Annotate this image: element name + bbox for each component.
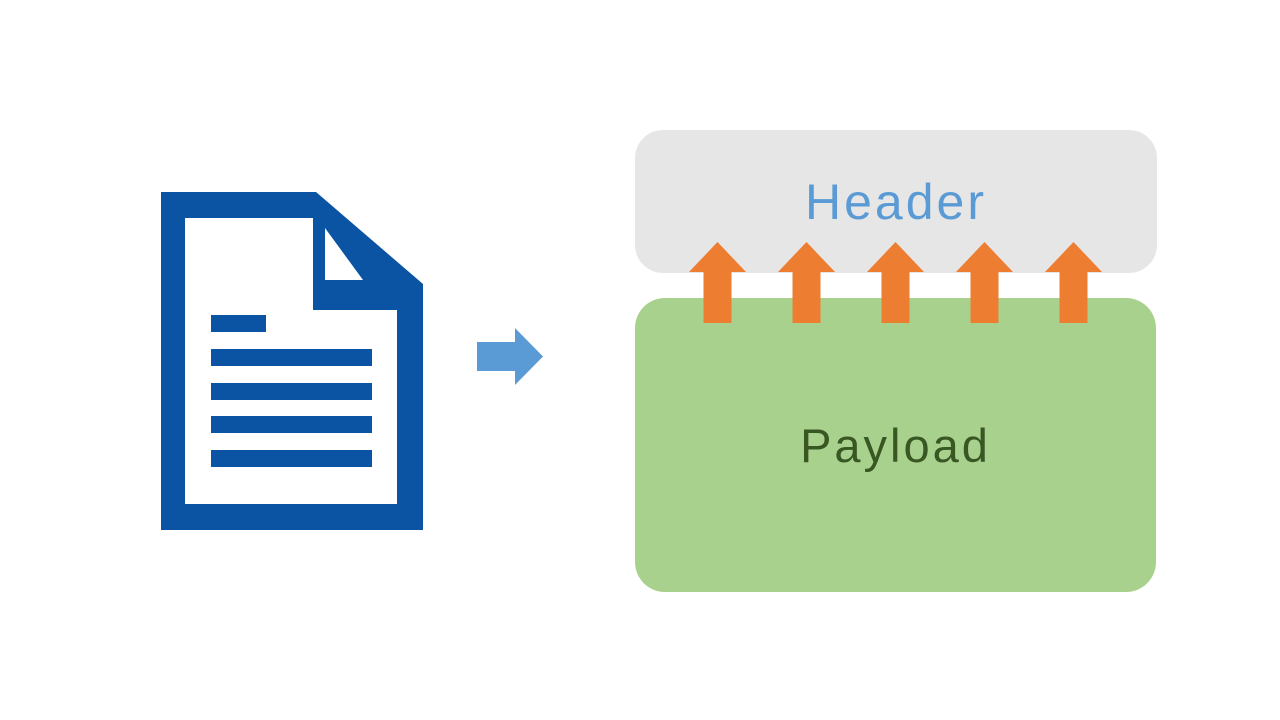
folded-corner [325,228,363,280]
up-arrow-icon [956,242,1013,323]
up-arrow-icon [689,242,746,323]
header-label: Header [805,173,987,230]
up-arrow-icon [1045,242,1102,323]
doc-text-line [211,416,372,433]
right-arrow-icon [477,328,543,385]
up-arrows [689,242,1102,323]
up-arrow-icon [778,242,835,323]
doc-text-line [211,349,372,366]
doc-text-line [211,315,266,332]
payload-block: Payload [635,298,1156,592]
document-icon [161,192,423,530]
doc-text-line [211,383,372,400]
doc-text-line [211,450,372,467]
up-arrow-icon [867,242,924,323]
payload-label: Payload [800,418,991,472]
